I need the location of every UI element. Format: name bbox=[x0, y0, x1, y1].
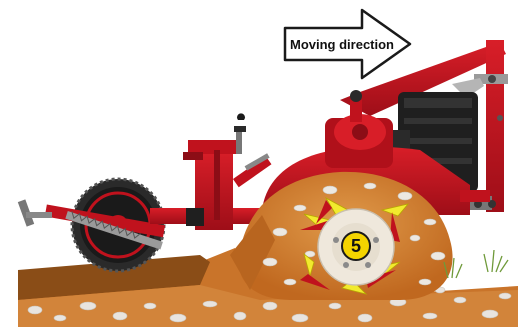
direction-arrow-label: Moving direction bbox=[290, 34, 402, 56]
component-number-badge: 5 bbox=[341, 231, 371, 261]
grass-tufts bbox=[444, 250, 508, 278]
